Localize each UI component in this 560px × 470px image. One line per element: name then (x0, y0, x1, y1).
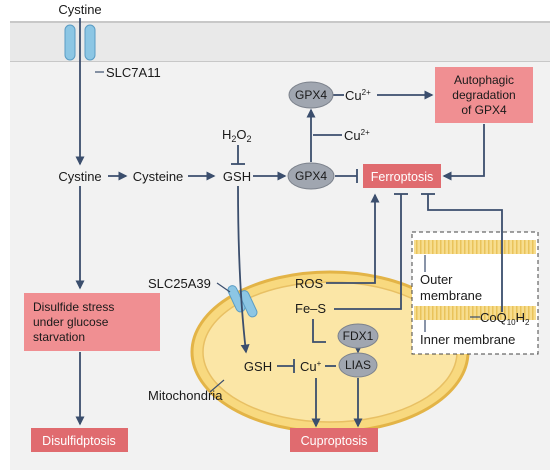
disulfide-stress-box: Disulfide stress under glucose starvatio… (24, 293, 160, 351)
ros-label: ROS (295, 276, 324, 291)
ferroptosis-box: Ferroptosis (363, 164, 441, 188)
gsh-mito-label: GSH (244, 359, 272, 374)
ferroptosis-label: Ferroptosis (371, 170, 434, 184)
cu2-top-label: Cu2+ (345, 88, 371, 103)
gpx4-mid-node: GPX4 (287, 162, 335, 190)
autophagic-line-3: of GPX4 (461, 103, 507, 117)
cu-plus-label: Cu+ (300, 359, 322, 374)
slc7a11-label: SLC7A11 (106, 65, 161, 80)
disulfidptosis-label: Disulfidptosis (42, 434, 116, 448)
outer-membrane-line-1: Outer (420, 272, 453, 287)
disulfide-line-3: starvation (33, 330, 85, 344)
cystine-label: Cystine (58, 169, 101, 184)
lias-node: LIAS (338, 352, 378, 378)
pathway-arrows (75, 18, 503, 428)
arrow-gsh-mito (237, 185, 250, 354)
cuproptosis-label: Cuproptosis (301, 434, 368, 448)
coq10h2-label: CoQ10H2 (480, 310, 530, 327)
cysteine-label: Cysteine (133, 169, 184, 184)
arrow-autophagic-ferroptosis (442, 124, 485, 181)
outer-membrane-line-2: membrane (420, 288, 482, 303)
mitochondria-label: Mitochondria (148, 388, 223, 403)
membrane-inset (411, 231, 539, 355)
autophagic-box: Autophagic degradation of GPX4 (435, 67, 533, 123)
cuproptosis-box: Cuproptosis (290, 428, 378, 452)
gpx4-mid-label: GPX4 (295, 169, 327, 183)
gpx4-top-label: GPX4 (295, 88, 327, 102)
fes-label: Fe–S (295, 301, 326, 316)
gpx4-top-node: GPX4 (288, 81, 334, 109)
disulfidptosis-box: Disulfidptosis (31, 428, 128, 452)
mitochondrion-shape (190, 270, 470, 434)
lias-label: LIAS (345, 358, 371, 372)
arrow-ros-ferroptosis (326, 193, 380, 284)
fdx1-label: FDX1 (343, 329, 374, 343)
h2o2-label: H2O2 (222, 127, 252, 144)
cystine-top-label: Cystine (58, 2, 101, 17)
slc7a11-channel-icon (64, 24, 96, 61)
disulfide-line-1: Disulfide stress (33, 300, 114, 314)
autophagic-line-2: degradation (452, 88, 515, 102)
disulfide-line-2: under glucose (33, 315, 109, 329)
slc25a39-label: SLC25A39 (148, 276, 211, 291)
cu2-mid-label: Cu2+ (344, 128, 370, 143)
inner-membrane-label: Inner membrane (420, 332, 515, 347)
autophagic-line-1: Autophagic (454, 73, 514, 87)
gsh-label: GSH (223, 169, 251, 184)
fdx1-node: FDX1 (337, 323, 379, 349)
